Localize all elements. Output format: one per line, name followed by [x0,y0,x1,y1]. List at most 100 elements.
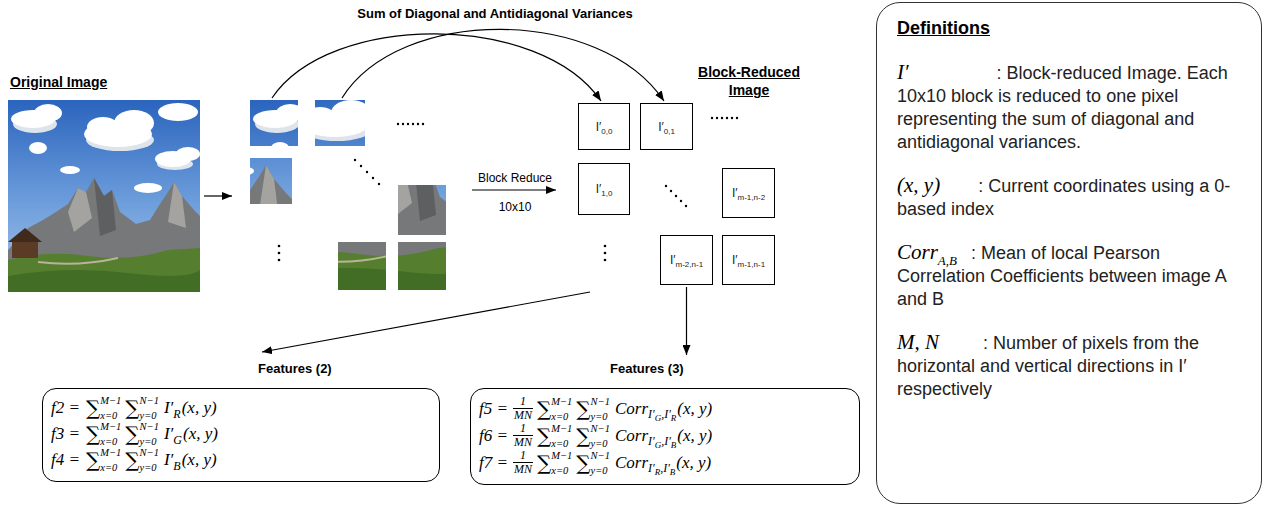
formula-row: f3 =∑M−1x=0∑N−1y=0I′G(x, y) [51,421,218,447]
formula-part: (x, y) [182,397,217,419]
formula-part: f2 = [51,397,80,419]
title-holder: Sum of Diagonal and Antidiagonal Varianc… [357,4,632,22]
math-term: M, N [897,331,939,354]
lower-limit: x=0 [551,438,568,449]
image-caption: Original Image [10,74,107,90]
subscript: , [661,435,664,448]
formula-row: f6 =1MN∑M−1x=0∑N−1y=0CorrI′G,I′B(x, y) [479,422,712,449]
upper-limit: M−1 [100,447,121,458]
lower-limit: y=0 [140,410,157,421]
formula-part: M−1x=0 [551,396,572,422]
formula-part: (x, y) [677,425,712,447]
subscript: G [655,413,662,423]
pixel-box: I′m-1,n-1 [722,235,775,285]
formula-part: 1MN [513,422,533,449]
pixel-index: 0,1 [664,127,675,136]
subscript: I′ [648,408,655,421]
arrow-label: 10x10 [499,200,532,214]
subscript: A,B [938,254,957,267]
fraction-denominator: MN [513,435,533,449]
sum-symbol: ∑ [86,396,100,420]
math-term: (x, y) [182,449,217,471]
definition-term: (x, y) [897,174,940,197]
subscript: R [671,413,677,423]
lower-limit: x=0 [100,436,117,447]
math-term: I′ [897,61,909,84]
formula-part: ∑ [576,451,590,475]
label-holder: Block-Reduced Image [683,63,815,99]
original-photo [8,100,200,292]
lower-limit: y=0 [591,411,608,422]
formula-part: G [173,428,182,441]
subscript: I′ [663,462,670,475]
formula-part: M−1x=0 [100,395,121,421]
upper-limit: M−1 [100,395,121,406]
formula-part: ∑ [86,448,100,472]
fraction-denominator: MN [513,462,533,476]
definition-term: I′ [897,61,909,84]
formula-part: M, N [897,331,939,354]
lower-limit: x=0 [100,410,117,421]
upper-limit: N−1 [140,447,159,458]
image-caption: Block-Reduced Image [698,64,800,98]
formula-part: Corr [615,398,648,420]
formula-part: f7 = [479,452,508,474]
math-term: I′ [164,449,173,471]
formula-part: I′R,I′B [648,462,675,475]
sum-symbol: ∑ [125,396,139,420]
formula-part: ∑ [125,396,139,420]
upper-limit: N−1 [591,450,610,461]
definitions-heading: Definitions [897,18,990,38]
formula-part: N−1y=0 [140,395,159,421]
definition-text: : Mean of local Pearson Correlation Coef… [897,243,1226,309]
lower-limit: y=0 [140,436,157,447]
upper-limit: M−1 [551,396,572,407]
formula-part: ∑ [125,448,139,472]
feature-heading-holder: Features (2) [258,359,332,377]
math-term: (x, y) [183,423,218,445]
formula-part: ∑ [537,451,551,475]
formula-row: f7 =1MN∑M−1x=0∑N−1y=0CorrI′R,I′B(x, y) [479,449,712,476]
definition-row: I′: Block-reduced Image. Each 10x10 bloc… [897,61,1249,154]
cell-label: I′m-1,n-1 [732,253,765,267]
formula-part: (x, y) [897,174,940,197]
cell-label: I′0,0 [596,120,613,134]
formula-part: ∑ [576,424,590,448]
formula-part: N−1y=0 [591,450,610,476]
definition-text: : Current coordinates using a 0-based in… [897,176,1230,219]
feature-heading-holder: Features (3) [610,359,684,377]
pixel-index: 0,0 [601,127,612,136]
formula-part: ∑ [125,422,139,446]
math-term: I′ [164,397,173,419]
feature-frame: f2 =∑M−1x=0∑N−1y=0I′R(x, y)f3 =∑M−1x=0∑N… [42,388,440,482]
definition-term: CorrA,B [897,241,957,264]
diagram-title: Sum of Diagonal and Antidiagonal Varianc… [357,6,632,21]
sum-symbol: ∑ [576,397,590,421]
sum-symbol: ∑ [125,448,139,472]
formula-part: N−1y=0 [591,396,610,422]
subscript: R [655,467,661,477]
upper-limit: M−1 [551,450,572,461]
label-holder: 10x10 [499,197,532,215]
formula-part: (x, y) [183,423,218,445]
formula-part: (x, y) [182,449,217,471]
subscript: , [661,408,664,421]
pixel-box: I′m-1,n-2 [722,168,775,218]
fraction-numerator: 1 [519,395,527,408]
upper-limit: N−1 [140,395,159,406]
sum-symbol: ∑ [537,451,551,475]
subscript: I′ [664,435,671,448]
formula-part: (x, y) [677,398,712,420]
math-term: f7 = [479,452,508,474]
formula-part: M−1x=0 [100,447,121,473]
math-term: Corr [615,398,648,420]
arrow-label: Block Reduce [478,171,552,185]
fraction-denominator: MN [513,408,533,422]
formula-part: f4 = [51,449,80,471]
formula-part: 1MN [513,449,533,476]
pixel-index: m-1,n-2 [738,193,766,202]
formula-part: M−1x=0 [551,450,572,476]
pixel-box: I′0,1 [640,103,693,150]
fraction-numerator: 1 [519,422,527,435]
